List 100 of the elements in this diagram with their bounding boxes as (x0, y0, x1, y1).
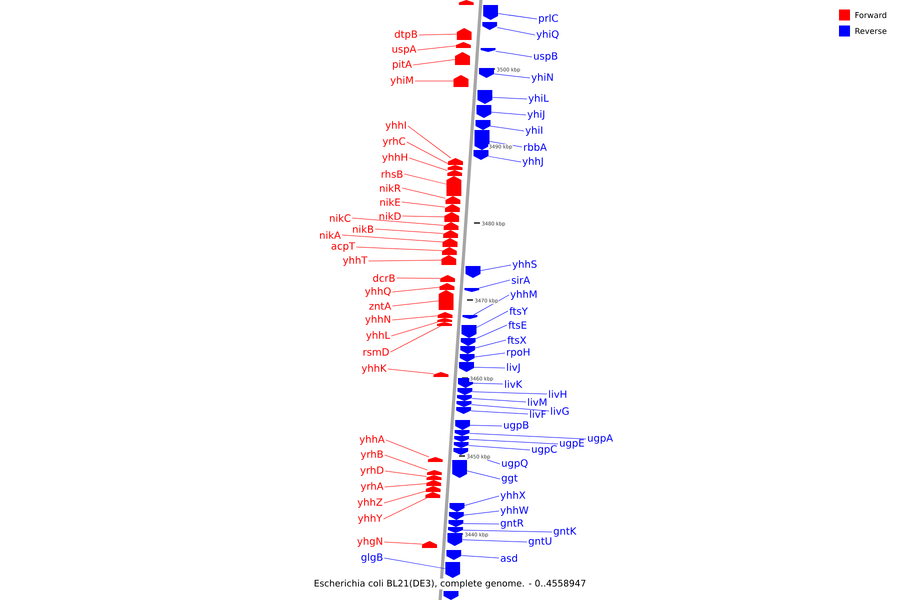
gene-block (456, 42, 471, 48)
leader-line (417, 46, 456, 50)
gene-label: rhsB (382, 170, 402, 178)
leader-line (404, 174, 447, 184)
leader-line (471, 404, 550, 412)
gene-label: yhiM (390, 76, 413, 86)
leader-line (406, 142, 451, 166)
gene-block (426, 486, 441, 492)
gene-block (443, 230, 458, 238)
gene-label: yhiI (526, 126, 542, 136)
gene-label: nikD (380, 212, 401, 220)
gene-block (460, 338, 476, 346)
gene-label: yhgN (357, 537, 382, 547)
leader-line (342, 234, 443, 242)
gene-label: pitA (392, 60, 412, 70)
leader-line (472, 398, 526, 402)
leader-line (384, 542, 422, 544)
leader-line (384, 454, 428, 470)
gene-block (437, 318, 452, 322)
gene-label: ugpB (504, 421, 528, 431)
gene-block (442, 238, 458, 247)
gene-label: yhhT (342, 256, 368, 266)
gene-block (466, 266, 480, 278)
gene-block (476, 105, 492, 118)
gene-label: yrhD (360, 466, 384, 476)
leader-line (474, 352, 506, 358)
gene-label: ggt (502, 474, 518, 484)
leader-line (374, 228, 444, 234)
leader-line (383, 498, 427, 520)
gene-block (474, 150, 488, 160)
gene-label: yhhQ (365, 287, 391, 297)
leader-line (488, 156, 522, 162)
gene-block (462, 315, 478, 319)
gene-label: gntK (554, 527, 577, 537)
gene-label: yhhN (365, 315, 390, 325)
leader-line (390, 326, 441, 352)
gene-block (434, 372, 448, 377)
gene-label: ugpA (588, 434, 613, 444)
leader-line (384, 558, 446, 569)
gene-label: yhhK (362, 364, 387, 374)
leader-line (495, 50, 532, 58)
leader-line (472, 382, 504, 384)
leader-line (479, 280, 510, 288)
gene-label: livJ (507, 363, 520, 373)
leader-line (463, 523, 500, 524)
gene-label: yhhX (500, 491, 526, 501)
gene-label: livK (505, 380, 522, 388)
gene-label: yhiQ (536, 30, 559, 40)
leader-line (490, 126, 524, 132)
gene-label: yhiN (532, 73, 553, 83)
gene-block (422, 541, 437, 548)
leader-line (466, 470, 500, 480)
gene-label: yhhM (510, 290, 536, 300)
gene-label: prlC (539, 14, 558, 24)
gene-block (440, 275, 456, 282)
gene-block (462, 325, 476, 338)
leader-line (462, 530, 552, 532)
leader-line (474, 340, 506, 348)
leader-line (469, 433, 586, 440)
gene-block (444, 222, 459, 230)
gene-label: rbbA (524, 143, 547, 151)
leader-line (402, 202, 446, 208)
gene-label: nikA (320, 231, 341, 239)
gene-label: uspB (534, 52, 558, 62)
gene-label: asd (500, 554, 517, 562)
caption: Escherichia coli BL21(DE3), complete genome. - 0..4558947 (312, 578, 588, 590)
gene-label: ftsE (508, 321, 526, 329)
leader-line (396, 278, 440, 279)
gene-block (442, 247, 457, 255)
gene-block (444, 591, 458, 600)
gene-block (445, 196, 460, 204)
gene-block (454, 436, 470, 442)
leader-line (492, 97, 528, 100)
gene-block (476, 120, 490, 130)
gene-block (455, 52, 470, 65)
leader-line (470, 410, 528, 414)
gene-label: rpoH (507, 348, 530, 358)
gene-label: yhhA (360, 435, 385, 445)
gene-block (464, 288, 480, 292)
gene-label: yhhJ (522, 157, 543, 167)
gene-block (479, 68, 494, 78)
gene-block (437, 322, 452, 326)
leader-line (474, 366, 506, 368)
gene-label: nikB (353, 225, 374, 233)
leader-line (368, 260, 442, 262)
gene-label: yhhI (386, 121, 406, 131)
gene-block (456, 28, 472, 40)
leader-line (402, 216, 444, 218)
gene-label: nikC (330, 214, 350, 222)
gene-block (448, 527, 463, 533)
gene-label: nikR (380, 184, 401, 192)
gene-block (459, 362, 474, 372)
gene-label: yhhW (500, 506, 528, 516)
gene-label: gntU (528, 537, 552, 547)
gene-label: livG (551, 407, 569, 415)
gene-block (444, 204, 460, 212)
gene-block (448, 520, 464, 527)
gene-label: yhhY (358, 514, 382, 524)
leader-line (496, 27, 536, 36)
leader-line (384, 490, 426, 504)
